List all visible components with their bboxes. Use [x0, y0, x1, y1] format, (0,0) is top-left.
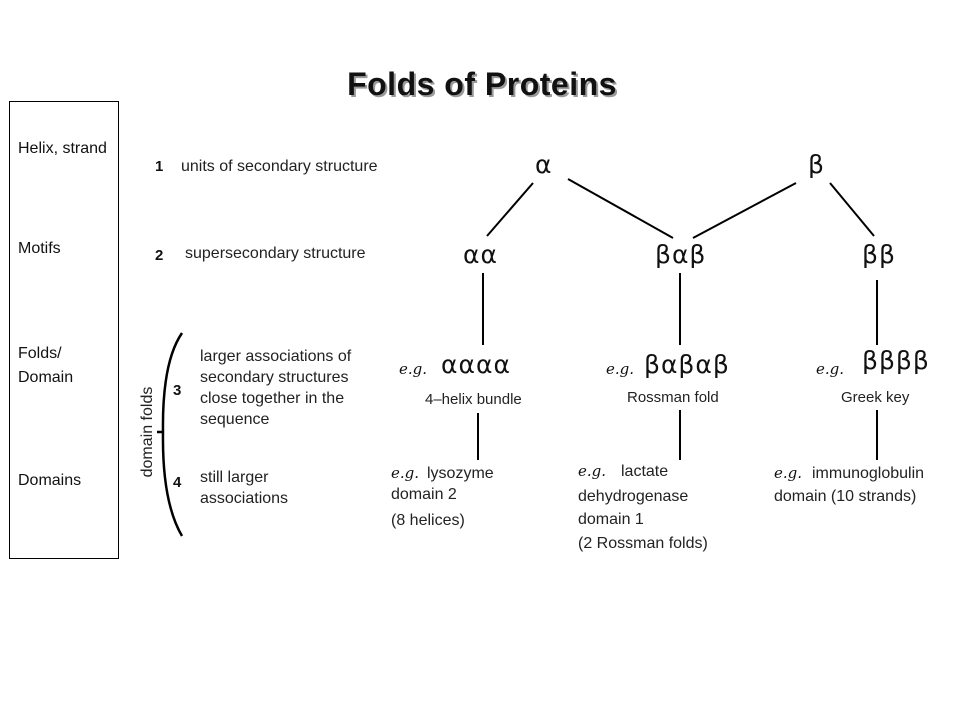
example-1-line-1: lysozyme: [427, 465, 494, 482]
level-number-3: 3: [173, 382, 182, 399]
example-2-line-2: dehydrogenase: [578, 488, 689, 505]
example-1-line-2: domain 2: [391, 486, 457, 503]
eg-label-fold-2: e.g.: [606, 360, 635, 378]
example-2-line-3: domain 1: [578, 511, 644, 528]
eg-label-example-3: e.g.: [774, 464, 803, 482]
eg-label-fold-3: e.g.: [816, 360, 845, 378]
level-number-4: 4: [173, 474, 182, 491]
level-text-2: supersecondary structure: [185, 245, 366, 262]
eg-label-fold-1: e.g.: [399, 360, 428, 378]
level-number-2: 2: [155, 247, 164, 264]
node-beta-alpha-beta: βαβ: [655, 240, 707, 269]
sidebar-label-motifs: Motifs: [18, 240, 61, 257]
sidebar-label-domains: Domains: [18, 472, 82, 489]
fold-name-four-helix: 4–helix bundle: [425, 391, 522, 408]
node-beta-beta: ββ: [862, 240, 896, 269]
fold-name-greek-key: Greek key: [841, 389, 910, 406]
level-sidebar: [9, 101, 119, 559]
fold-name-rossman: Rossman fold: [627, 389, 719, 406]
eg-label-example-2: e.g.: [578, 462, 607, 480]
connector-alpha-bab: [567, 178, 674, 239]
sidebar-label-helix-strand: Helix, strand: [18, 140, 107, 157]
level-text-1: units of secondary structure: [181, 158, 378, 175]
fold-symbol-greek-key: ββββ: [862, 346, 930, 375]
connector-beta-bb: [829, 182, 875, 237]
example-2-line-4: (2 Rossman folds): [578, 535, 708, 552]
example-1-line-3: (8 helices): [391, 512, 465, 529]
node-alpha-alpha: αα: [463, 240, 498, 269]
connector-alpha-aa: [486, 182, 534, 237]
node-beta: β: [808, 150, 825, 179]
domain-bracket: [161, 332, 184, 537]
example-3-line-1: immunoglobulin: [812, 465, 925, 482]
example-2-line-1: lactate: [621, 463, 669, 480]
level-number-1: 1: [155, 158, 164, 175]
level-text-4: still larger associations: [200, 469, 289, 507]
connector-beta-bab: [692, 182, 797, 239]
example-3-line-2: domain (10 strands): [774, 488, 917, 505]
page-title: Folds of Proteins: [347, 66, 617, 102]
fold-symbol-rossman: βαβαβ: [644, 350, 730, 379]
node-alpha: α: [535, 150, 553, 179]
eg-label-example-1: e.g.: [391, 464, 420, 482]
fold-symbol-four-helix: αααα: [441, 350, 511, 379]
level-text-3: larger associations of secondary structu…: [200, 348, 352, 428]
sidebar-label-folds-domain: Folds/ Domain: [18, 345, 74, 386]
